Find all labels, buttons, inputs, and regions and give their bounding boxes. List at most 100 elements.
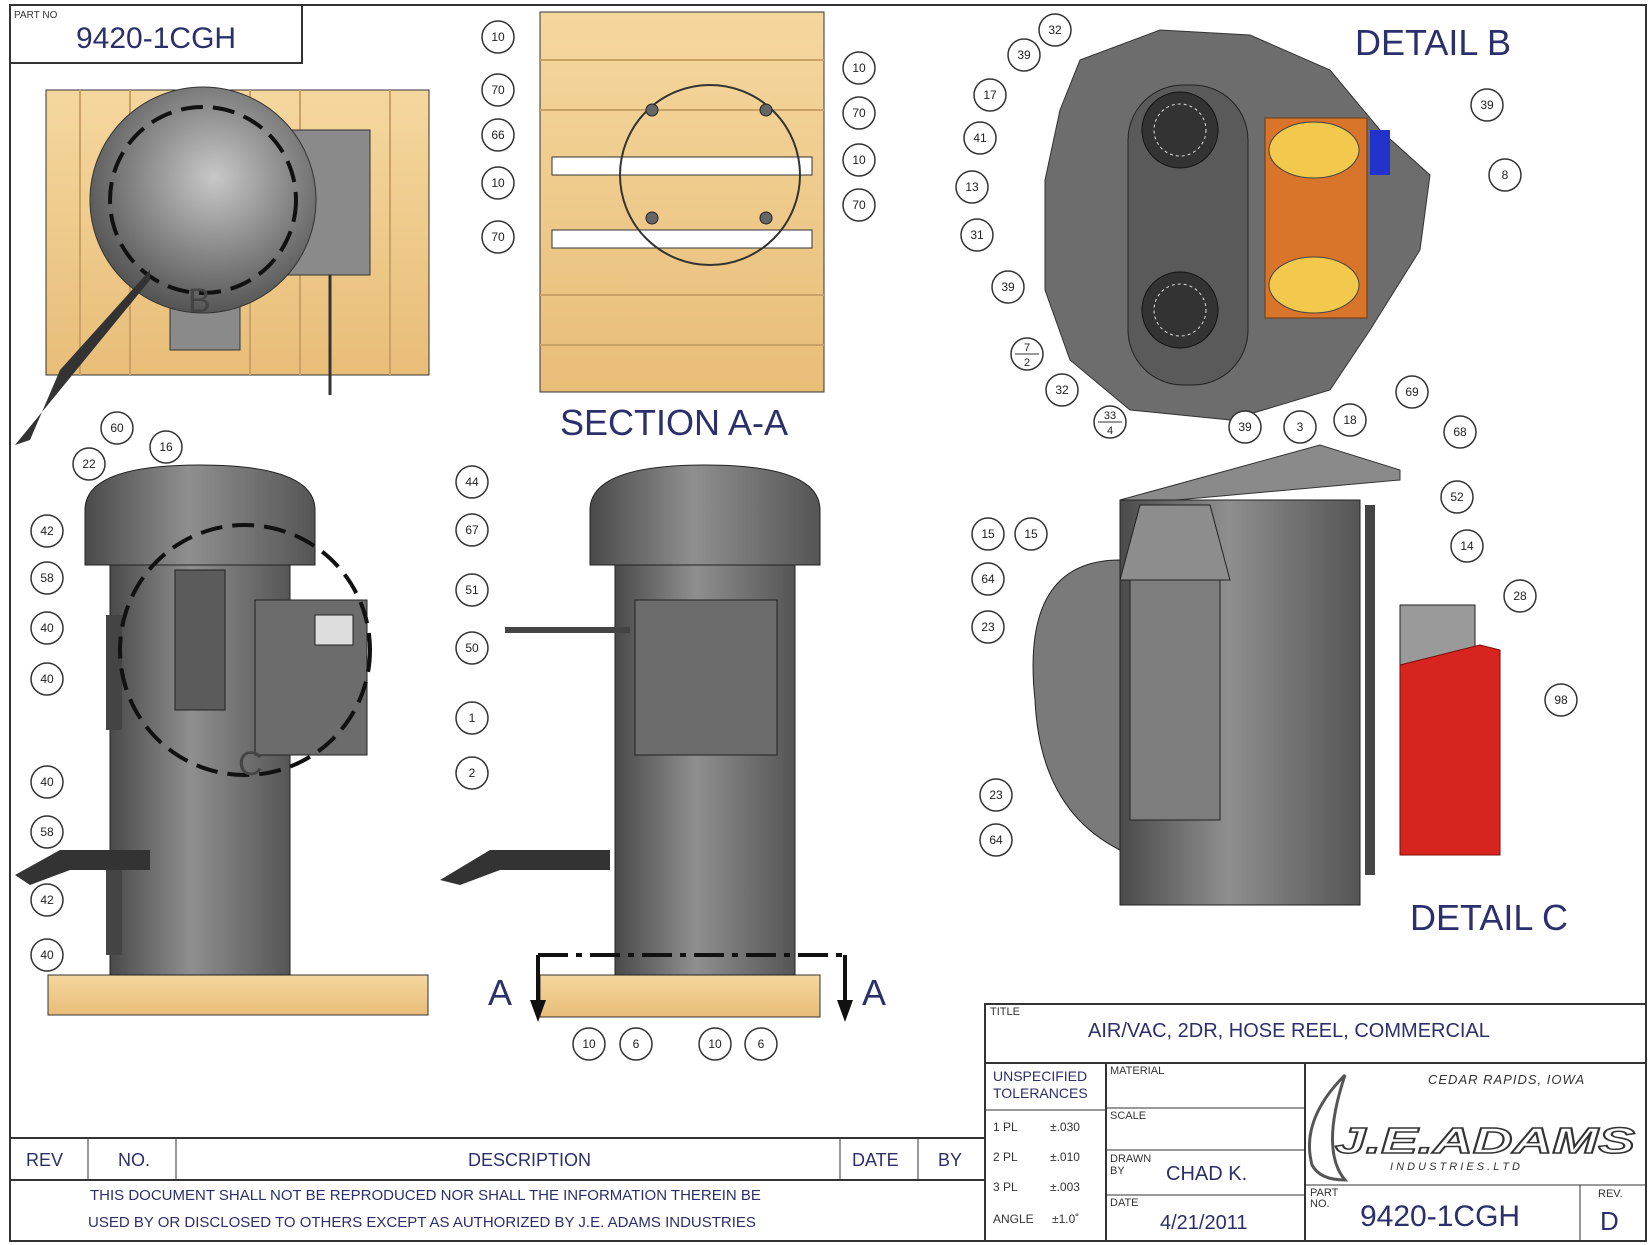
- balloon-label: 10: [852, 61, 866, 75]
- balloon-callout: 70: [481, 73, 515, 107]
- balloon-callout: 50: [455, 631, 489, 665]
- balloon-callout: 58: [30, 815, 64, 849]
- detail-b-view: DETAIL B: [1044, 22, 1511, 421]
- balloon-callout: 58: [30, 561, 64, 595]
- balloon-callout: 23: [971, 610, 1005, 644]
- balloon-callout: 22: [72, 447, 106, 481]
- balloon-label: 28: [1513, 589, 1527, 603]
- balloon-callout: 64: [971, 562, 1005, 596]
- drawn-by-value: CHAD K.: [1166, 1163, 1248, 1185]
- balloon-circle: [971, 517, 1005, 551]
- balloon-circle: [619, 1027, 653, 1061]
- balloon-label: 66: [491, 128, 505, 142]
- balloon-label: 68: [1453, 425, 1467, 439]
- balloon-circle: [955, 170, 989, 204]
- balloon-circle: [1283, 410, 1317, 444]
- section-aa-label: SECTION A-A: [560, 402, 788, 443]
- company-logo-name: J.E.ADAMS: [1335, 1120, 1635, 1161]
- balloon-callout: 67: [455, 513, 489, 547]
- balloon-circle: [30, 611, 64, 645]
- detail-c-label: DETAIL C: [1410, 897, 1568, 938]
- balloon-circle: [1503, 579, 1537, 613]
- balloon-circle: [960, 218, 994, 252]
- balloon-label: 44: [465, 475, 479, 489]
- balloon-label: 39: [1238, 420, 1252, 434]
- date-header: DATE: [852, 1150, 899, 1170]
- balloon-label: 70: [852, 198, 866, 212]
- by-header: BY: [938, 1150, 963, 1170]
- balloon-callout: 40: [30, 662, 64, 696]
- balloon-circle: [1007, 38, 1041, 72]
- balloon-callout: 40: [30, 765, 64, 799]
- balloon-label: 67: [465, 523, 479, 537]
- balloon-label: 2: [1024, 357, 1030, 369]
- notice-line-1: THIS DOCUMENT SHALL NOT BE REPRODUCED NO…: [90, 1187, 761, 1204]
- balloon-circle: [991, 270, 1025, 304]
- balloon-circle: [1014, 517, 1048, 551]
- balloon-circle: [698, 1027, 732, 1061]
- balloon-callout: 6: [744, 1027, 778, 1061]
- title-label: TITLE: [990, 1006, 1020, 1018]
- balloon-label: 98: [1554, 693, 1568, 707]
- balloon-callout: 23: [979, 778, 1013, 812]
- balloon-circle: [30, 561, 64, 595]
- balloon-callout: 60: [100, 411, 134, 445]
- balloon-circle: [963, 121, 997, 155]
- balloon-circle: [1440, 480, 1474, 514]
- balloon-callout: 52: [1440, 480, 1474, 514]
- balloon-label: 31: [970, 228, 984, 242]
- tol-1pl-value: ±.030: [1050, 1120, 1080, 1134]
- drawn-by-label: DRAWN BY: [1110, 1153, 1152, 1177]
- balloon-callout: 10: [572, 1027, 606, 1061]
- balloon-circle: [1488, 158, 1522, 192]
- tol-1pl-label: 1 PL: [993, 1120, 1018, 1134]
- balloon-callout: 14: [1450, 529, 1484, 563]
- balloon-label: 7: [1024, 342, 1030, 354]
- balloon-circle: [481, 73, 515, 107]
- tolerances-label: UNSPECIFIED TOLERANCES: [993, 1068, 1088, 1101]
- balloon-circle: [572, 1027, 606, 1061]
- date-label: DATE: [1110, 1197, 1139, 1209]
- balloon-circle: [979, 778, 1013, 812]
- tol-2pl-label: 2 PL: [993, 1150, 1018, 1164]
- part-number-box: PART NO 9420-1CGH: [9, 4, 303, 64]
- balloon-callout: 15: [971, 517, 1005, 551]
- balloon-label: 70: [491, 230, 505, 244]
- balloon-label: 64: [981, 572, 995, 586]
- balloon-label: 10: [852, 153, 866, 167]
- balloon-circle: [842, 188, 876, 222]
- balloon-label: 1: [469, 711, 476, 725]
- section-cut-label-right: A: [862, 972, 886, 1013]
- balloon-callout: 68: [1443, 415, 1477, 449]
- balloon-label: 51: [465, 583, 479, 597]
- balloon-circle: [72, 447, 106, 481]
- balloon-label: 60: [110, 421, 124, 435]
- company-logo-sub: I N D U S T R I E S . L T D: [1390, 1161, 1520, 1173]
- description-header: DESCRIPTION: [468, 1150, 592, 1170]
- balloon-label: 41: [973, 131, 987, 145]
- balloon-callout: 40: [30, 611, 64, 645]
- part-number-box-value: 9420-1CGH: [76, 22, 236, 55]
- balloon-callout: 10: [842, 51, 876, 85]
- scale-label: SCALE: [1110, 1110, 1147, 1122]
- balloon-callout: 39: [991, 270, 1025, 304]
- section-aa-view: SECTION A-A: [539, 11, 825, 443]
- balloon-label: 14: [1460, 539, 1474, 553]
- balloon-callout: 10: [698, 1027, 732, 1061]
- detail-marker-b: B: [188, 282, 211, 320]
- balloon-callout: 15: [1014, 517, 1048, 551]
- balloon-callout: 40: [30, 938, 64, 972]
- balloon-circle: [30, 883, 64, 917]
- balloon-callout: 334: [1093, 405, 1127, 439]
- balloon-circle: [979, 823, 1013, 857]
- material-label: MATERIAL: [1110, 1065, 1165, 1077]
- balloon-label: 40: [40, 948, 54, 962]
- balloon-circle: [971, 610, 1005, 644]
- company-logo: J.E.ADAMS I N D U S T R I E S . L T D: [1308, 1073, 1636, 1182]
- balloon-circle: [842, 96, 876, 130]
- balloon-circle: [1450, 529, 1484, 563]
- tol-2pl-value: ±.010: [1050, 1150, 1080, 1164]
- balloon-callout: 6: [619, 1027, 653, 1061]
- balloon-circle: [842, 51, 876, 85]
